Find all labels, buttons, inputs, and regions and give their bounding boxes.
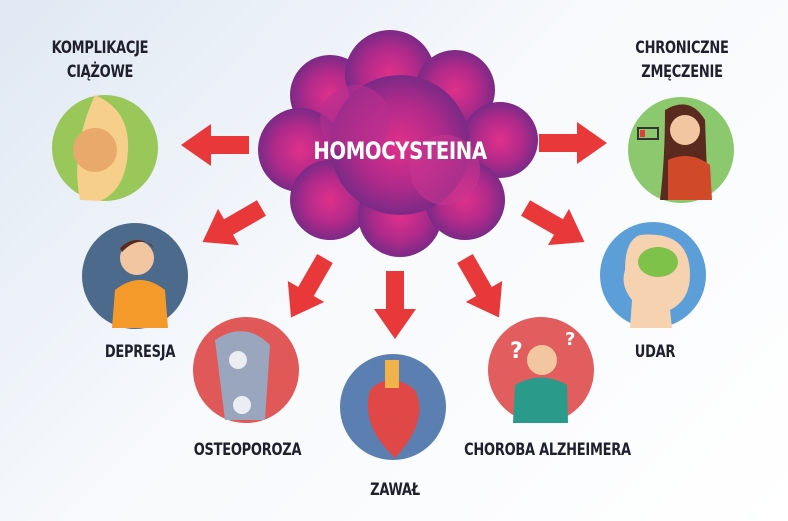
homocysteine-cloud — [258, 30, 538, 257]
pregnancy-illustration — [52, 95, 158, 201]
label-fatigue: CHRONICZNE ZMĘCZENIE — [623, 38, 742, 82]
label-depression: DEPRESJA — [104, 342, 176, 362]
fatigue-illustration — [628, 97, 734, 203]
svg-text:?: ? — [565, 329, 575, 350]
depression-illustration — [82, 223, 188, 329]
label-line: KOMPLIKACJE — [51, 38, 149, 58]
arrow-down-left — [192, 189, 272, 261]
label-stroke: UDAR — [634, 342, 676, 362]
osteoporosis-illustration — [193, 317, 299, 423]
svg-text:?: ? — [510, 339, 523, 364]
label-heart-attack: ZAWAŁ — [370, 480, 420, 500]
arrow-down-right — [515, 189, 595, 261]
label-line: CIĄŻOWE — [66, 62, 134, 82]
center-label: HOMOCYSTEINA — [313, 137, 487, 165]
stroke-illustration — [600, 222, 706, 328]
heart-illustration — [340, 354, 446, 460]
label-osteoporosis: OSTEOPOROZA — [193, 440, 302, 460]
label-alzheimer: CHOROBA ALZHEIMERA — [464, 440, 631, 460]
arrow-osteoporosis — [272, 248, 344, 328]
arrow-right — [539, 122, 607, 164]
alzheimer-illustration: ? ? — [488, 317, 594, 423]
label-line: ZMĘCZENIE — [641, 62, 723, 82]
arrow-left — [181, 124, 249, 166]
label-line: CHRONICZNE — [635, 38, 729, 58]
arrow-alzheimer — [446, 248, 518, 328]
arrow-heart — [374, 271, 416, 339]
label-pregnancy: KOMPLIKACJE CIĄŻOWE — [41, 38, 160, 82]
